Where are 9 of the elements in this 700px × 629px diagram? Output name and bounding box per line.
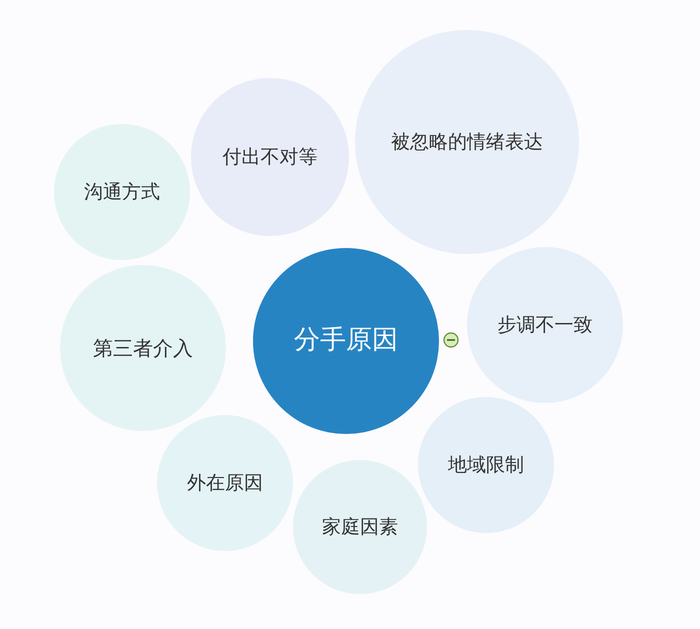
topic-label: 付出不对等 — [222, 146, 318, 168]
topic-label: 步调不一致 — [498, 314, 592, 336]
topic-label: 沟通方式 — [84, 180, 160, 204]
central-topic-label: 分手原因 — [294, 325, 398, 357]
topic-label: 外在原因 — [187, 472, 263, 494]
topic-label: 第三者介入 — [93, 336, 193, 360]
topic-label: 家庭因素 — [322, 516, 398, 538]
topic-label: 地域限制 — [448, 454, 524, 476]
topic-label: 被忽略的情绪表达 — [391, 130, 543, 154]
